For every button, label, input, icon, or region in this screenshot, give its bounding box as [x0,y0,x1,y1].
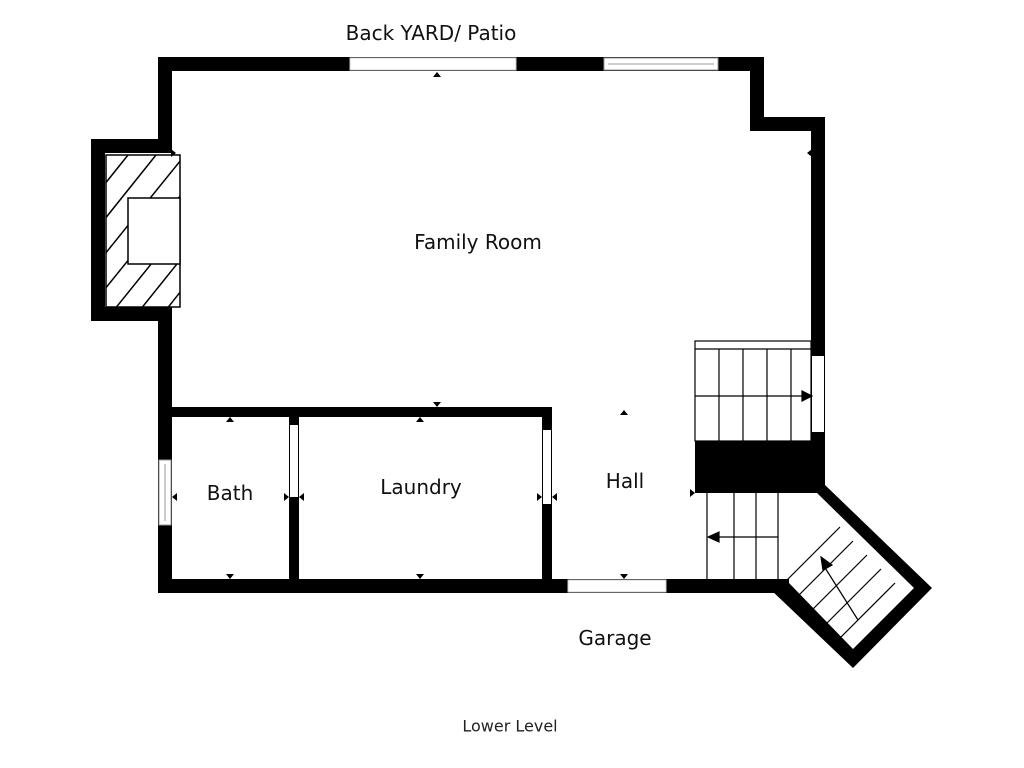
wall-fireplace-top [91,139,172,153]
label-back-yard: Back YARD/ Patio [345,21,517,45]
level-label: Lower Level [462,716,558,736]
door-markers [171,72,812,579]
room-label-bath: Bath [206,481,254,505]
wall-right [811,117,825,493]
patio-door [349,57,517,71]
openings [158,57,824,593]
wall-right-upper [750,57,764,131]
bath-door [290,425,298,497]
wall-interior-horizontal [158,407,552,417]
angled-stairs [781,526,896,642]
wall-right-step [750,117,825,131]
lower-stairs [706,493,779,580]
label-garage: Garage [578,626,652,650]
wall-left-lower [158,307,172,593]
fireplace [105,154,181,308]
laundry-door [543,430,551,504]
angled-stair-wall [770,485,932,668]
room-label-laundry: Laundry [380,475,462,499]
stair-opening [812,356,824,432]
wall-fireplace-bottom [91,307,172,321]
wall-left-upper [158,57,172,153]
room-label-family-room: Family Room [414,230,542,254]
room-label-hall: Hall [605,469,645,493]
garage-door [567,579,667,593]
wall-bottom [158,579,789,593]
upper-stairs [694,340,814,442]
stair-block [695,441,825,493]
wall-bath-laundry [289,412,299,593]
wall-fireplace-left [91,139,105,320]
